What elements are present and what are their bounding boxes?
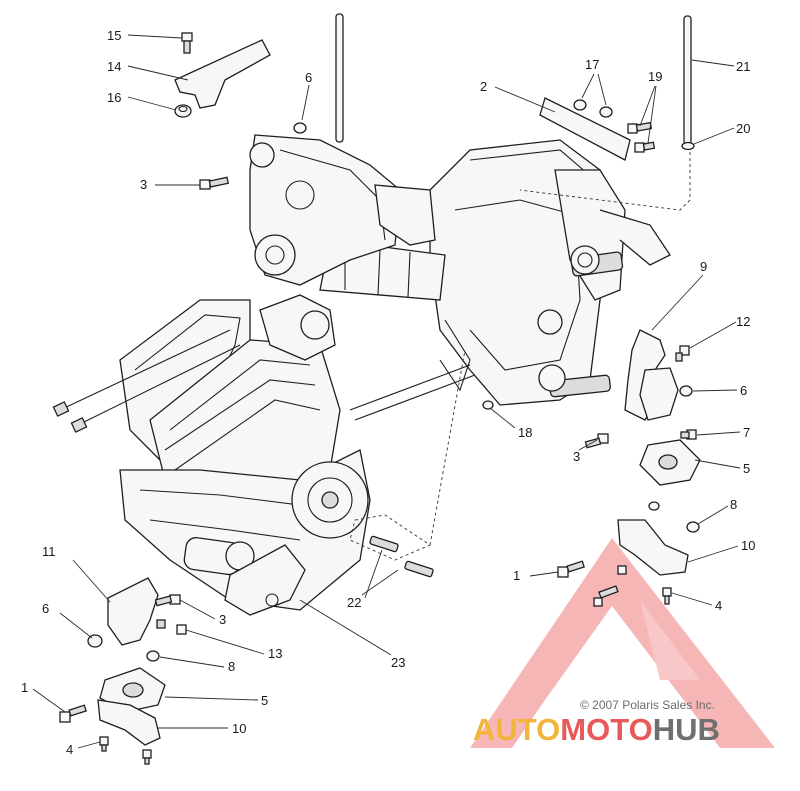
bolt-15 (181, 32, 193, 54)
leader-lines (32, 34, 741, 749)
callout-15: 15 (107, 28, 121, 43)
rubber-mount-5-left (99, 667, 166, 713)
bolt-13 (156, 619, 187, 635)
callout-labels: 15 14 16 6 3 2 17 19 21 20 9 12 6 7 3 5 … (21, 28, 755, 757)
callout-12: 12 (736, 314, 750, 329)
bolt-4-right-b (593, 585, 619, 607)
bolt-4-right-c (617, 565, 627, 575)
rubber-mount-5-right (639, 439, 701, 486)
nut-6-upper (293, 122, 307, 134)
nut-17b (599, 106, 613, 118)
callout-22: 22 (347, 595, 361, 610)
callout-1-left: 1 (21, 680, 28, 695)
callout-19: 19 (648, 69, 662, 84)
alignment-line-right (519, 152, 691, 211)
bracket-11 (107, 577, 159, 646)
callout-21: 21 (736, 59, 750, 74)
bolt-3-right (584, 433, 609, 449)
bolt-3-upper (199, 176, 230, 190)
callout-7: 7 (743, 425, 750, 440)
bolt-1-right (557, 560, 585, 578)
callout-5-right: 5 (743, 461, 750, 476)
alignment-line-center (429, 349, 466, 546)
studs-22 (349, 514, 434, 578)
callout-9: 9 (700, 259, 707, 274)
stud-21 (683, 15, 692, 145)
callout-6-right: 6 (740, 383, 747, 398)
callout-10-left: 10 (232, 721, 246, 736)
callout-6-left: 6 (42, 601, 49, 616)
transmission-assembly (249, 97, 671, 421)
bolt-19a (627, 121, 653, 134)
callout-20: 20 (736, 121, 750, 136)
callout-6-upper: 6 (305, 70, 312, 85)
callout-3-right: 3 (573, 449, 580, 464)
callout-11: 11 (42, 544, 56, 559)
bracket-10-right (617, 519, 689, 576)
nut-17a (573, 99, 587, 111)
nut-8-right-small (648, 501, 660, 511)
callout-2: 2 (480, 79, 487, 94)
callout-23: 23 (391, 655, 405, 670)
nut-8-right (686, 521, 700, 533)
callout-18: 18 (518, 425, 532, 440)
bolt-1-left (59, 704, 87, 723)
nut-18 (482, 400, 494, 410)
watermark-triangle-logo (470, 538, 775, 748)
bracket-10-left (97, 699, 161, 746)
nut-8-left (146, 650, 160, 662)
brand-hub: HUB (653, 712, 720, 747)
bolt-4-left (99, 736, 152, 765)
callout-8-left: 8 (228, 659, 235, 674)
brand-moto: MOTO (560, 712, 652, 747)
bolt-12 (675, 345, 690, 362)
callout-4-right: 4 (715, 598, 722, 613)
copyright-notice: © 2007 Polaris Sales Inc. (580, 698, 715, 712)
watermark-brand: AUTOMOTOHUB (473, 712, 720, 747)
mount-6-right (639, 367, 679, 421)
bolt-19b (634, 141, 656, 153)
bolt-4-right (662, 587, 672, 605)
nut-16 (174, 104, 192, 118)
callout-13: 13 (268, 646, 282, 661)
callout-3-upper: 3 (140, 177, 147, 192)
brand-auto: AUTO (473, 712, 560, 747)
bracket-14 (174, 39, 271, 109)
callout-5-left: 5 (261, 693, 268, 708)
callout-16: 16 (107, 90, 121, 105)
callout-8-right: 8 (730, 497, 737, 512)
callout-1-right: 1 (513, 568, 520, 583)
washer-20 (681, 141, 695, 151)
callout-17: 17 (585, 57, 599, 72)
bolt-3-left (154, 594, 181, 607)
nut-6-right (679, 385, 693, 397)
callout-10-right: 10 (741, 538, 755, 553)
callout-4-left: 4 (66, 742, 73, 757)
stud-upper-left (335, 13, 344, 143)
bolt-7 (680, 429, 697, 440)
callout-14: 14 (107, 59, 121, 74)
callout-3-left: 3 (219, 612, 226, 627)
engine-assembly (52, 294, 371, 616)
